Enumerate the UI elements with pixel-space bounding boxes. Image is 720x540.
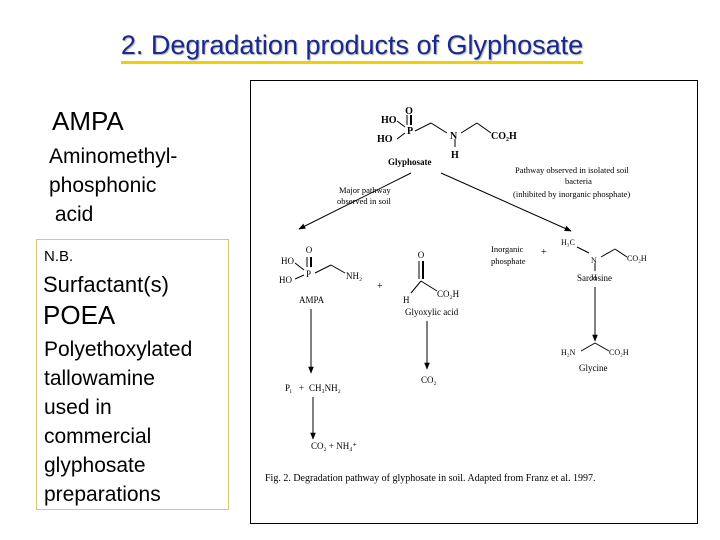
ampa-structure (294, 257, 346, 280)
co2-from-glyoxylic: CO₂ (421, 375, 437, 385)
poea-desc-line: used in (44, 396, 112, 419)
major-pathway-arrow (298, 172, 412, 230)
poea-heading: POEA (43, 300, 116, 330)
sarcosine-h3c: H₃C (561, 238, 575, 247)
figure-caption: Fig. 2. Degradation pathway of glyphosat… (265, 473, 596, 484)
glyoxylic-acid-structure (410, 261, 438, 294)
sarcosine-label: Sarcosine (577, 273, 612, 283)
methylamine-label: CH₃NH₂ (309, 383, 341, 393)
glycine-label: Glycine (579, 363, 608, 373)
glyphosate-label: Glyphosate (388, 157, 432, 167)
ampa-p: P (306, 269, 311, 279)
ampa-name-line: acid (49, 203, 94, 226)
sarcosine-h: H (591, 273, 597, 282)
glycine-h2n: H₂N (561, 348, 576, 357)
glyphosate-h: H (451, 150, 459, 161)
degradation-pathway-figure: O HO P HO N H CO₂H Glyphosate Major path… (250, 80, 698, 524)
sarcosine-co2h: CO₂H (627, 254, 647, 263)
nb-label: N.B. (44, 248, 74, 265)
plus-phosphate-sarcosine: + (541, 247, 547, 258)
ampa-name-line: phosphonic (49, 174, 157, 197)
poea-description: Polyethoxylated tallowamine used in comm… (44, 335, 192, 509)
poea-desc-line: Polyethoxylated (44, 338, 193, 361)
plus-ampa-glyoxylic: + (377, 281, 383, 292)
poea-desc-line: commercial (44, 425, 152, 448)
surfactant-label: Surfactant(s) (43, 272, 169, 297)
inorganic-phosphate-label: Inorganic phosphate (491, 244, 526, 266)
ampa-full-name: Aminomethyl- phosphonic acid (49, 142, 177, 229)
ampa-name-line: Aminomethyl- (49, 145, 178, 168)
ampa-nh2: NH₂ (346, 271, 362, 281)
glycine-co2h: CO₂H (609, 348, 629, 357)
glyphosate-n: N (450, 131, 458, 142)
surfactant-note-box (36, 239, 229, 510)
sarcosine-n: N (591, 256, 597, 265)
glyoxylic-label: Glyoxylic acid (405, 307, 459, 317)
inorganic-phosphate-pi: Pi (285, 383, 292, 395)
poea-desc-line: preparations (44, 483, 161, 506)
sarcosine-structure (576, 246, 628, 271)
glyphosate-p: P (407, 126, 413, 137)
final-products-label: CO₂ + NH₄⁺ (311, 441, 357, 451)
ampa-o: O (306, 245, 313, 255)
glyphosate-structure (396, 115, 492, 147)
glycine-structure (580, 342, 610, 352)
glyoxylic-o: O (418, 250, 425, 260)
glyphosate-co2h: CO₂H (491, 131, 517, 142)
ampa-ho1: HO (281, 256, 294, 266)
glyphosate-o: O (405, 106, 413, 117)
ampa-heading: AMPA (52, 106, 124, 136)
pathway-diagram: O HO P HO N H CO₂H Glyphosate Major path… (265, 106, 647, 484)
ampa-ho2: HO (279, 275, 292, 285)
glyoxylic-h: H (403, 295, 410, 305)
bacteria-pathway-label: Pathway observed in isolated soil bacter… (513, 165, 631, 199)
glyoxylic-co2h: CO₂H (437, 289, 460, 299)
major-pathway-label: Major pathway observed in soil (337, 185, 393, 206)
glyphosate-ho2: HO (377, 134, 393, 145)
slide-title: 2. Degradation products of Glyphosate (0, 30, 704, 64)
bacteria-pathway-arrow (440, 172, 572, 232)
glyphosate-ho1: HO (381, 115, 397, 126)
plus-pi-methylamine: + (299, 383, 304, 393)
ampa-label: AMPA (299, 295, 325, 305)
poea-desc-line: glyphosate (44, 454, 146, 477)
poea-desc-line: tallowamine (44, 367, 155, 390)
